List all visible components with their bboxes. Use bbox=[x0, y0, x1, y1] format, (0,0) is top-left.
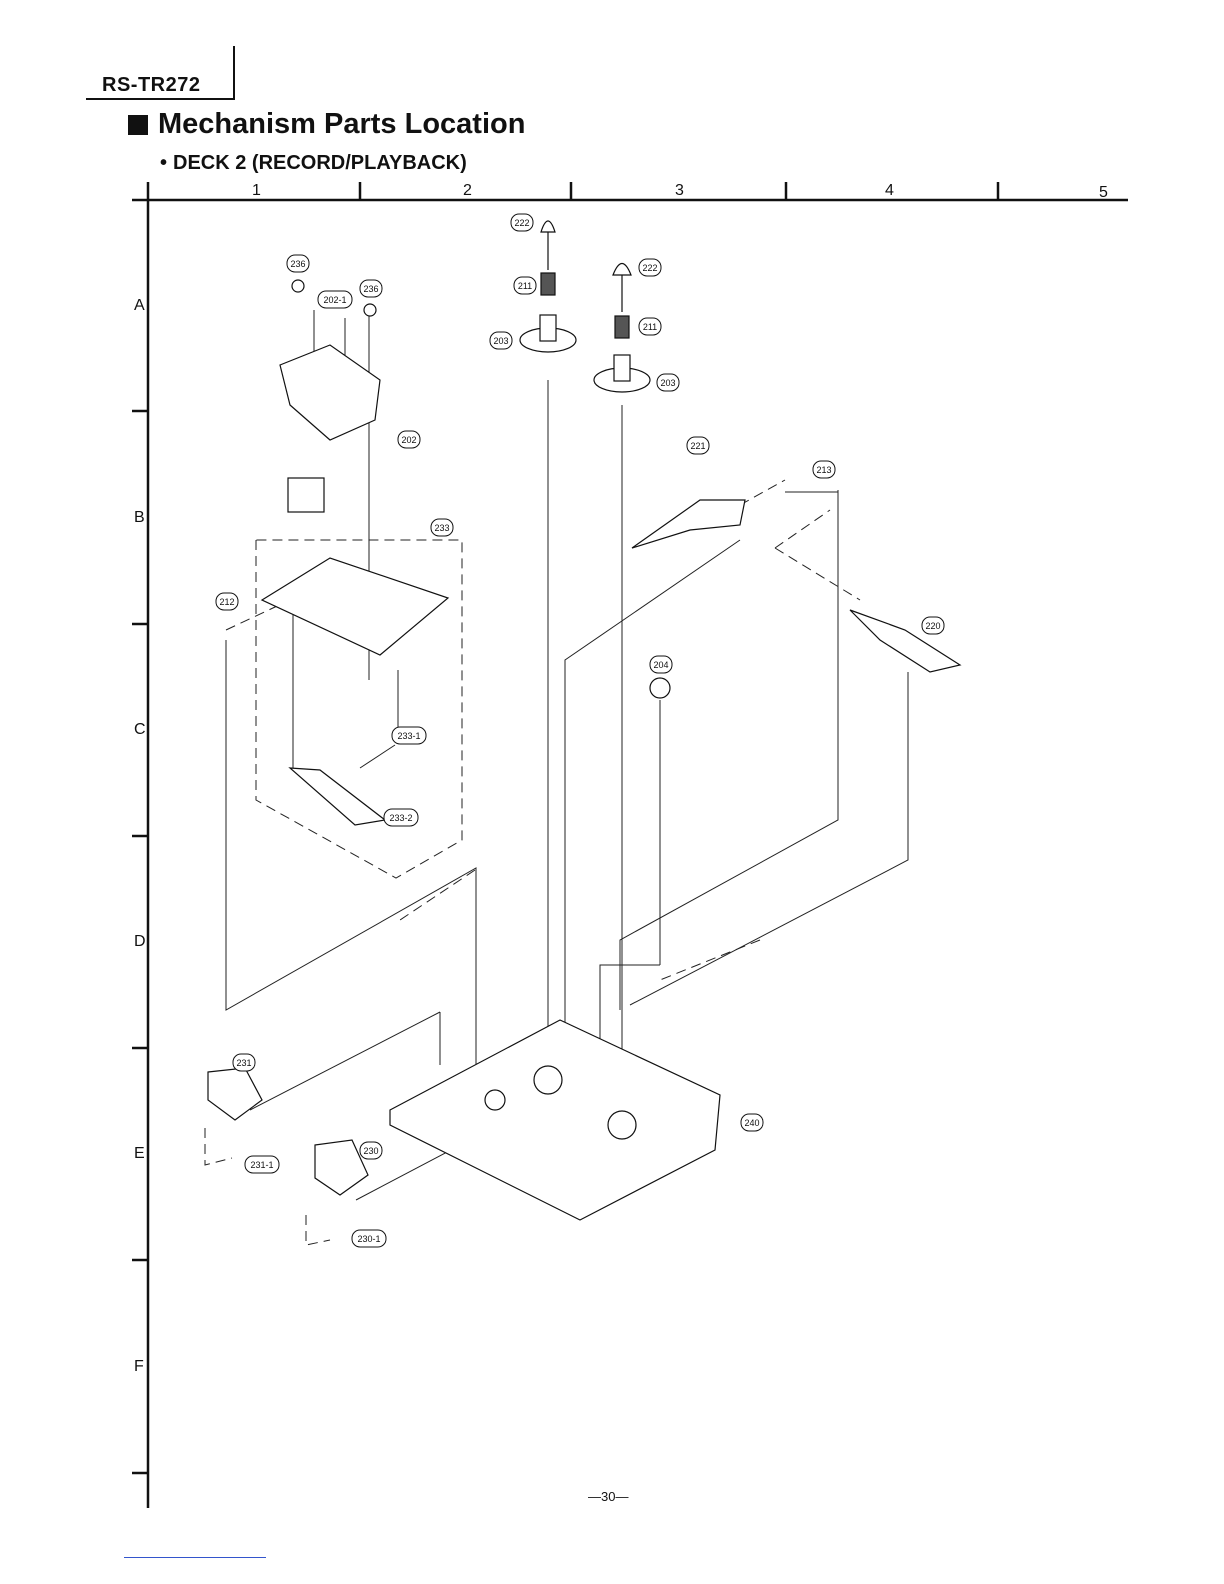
screw-236-icon bbox=[292, 280, 304, 292]
column-label: 5 bbox=[1099, 184, 1108, 201]
gear-204-icon bbox=[650, 678, 670, 698]
column-label: 1 bbox=[252, 182, 261, 199]
svg-text:203: 203 bbox=[493, 336, 508, 346]
screw-236-icon bbox=[364, 304, 376, 316]
part-callout-221: 221 bbox=[687, 437, 709, 454]
svg-text:233-2: 233-2 bbox=[389, 813, 412, 823]
part-callout-213: 213 bbox=[813, 461, 835, 478]
footer-rule bbox=[124, 1557, 266, 1558]
svg-text:211: 211 bbox=[643, 322, 657, 332]
svg-text:222: 222 bbox=[642, 263, 657, 273]
cap-222-upper-icon bbox=[541, 221, 555, 232]
svg-text:202: 202 bbox=[401, 435, 416, 445]
row-label: B bbox=[134, 509, 145, 526]
part-callout-236: 236 bbox=[287, 255, 309, 272]
lever-221-icon bbox=[632, 500, 745, 548]
gear-shaft-icon bbox=[540, 315, 556, 341]
svg-text:230-1: 230-1 bbox=[357, 1234, 380, 1244]
part-231-icon bbox=[208, 1068, 262, 1120]
part-callout-230-1: 230-1 bbox=[352, 1230, 386, 1247]
svg-text:233-1: 233-1 bbox=[397, 731, 420, 741]
part-callout-222: 222 bbox=[639, 259, 661, 276]
svg-text:220: 220 bbox=[925, 621, 940, 631]
svg-text:213: 213 bbox=[816, 465, 831, 475]
row-label: E bbox=[134, 1145, 145, 1162]
column-label: 2 bbox=[463, 182, 472, 199]
part-callout-212: 212 bbox=[216, 593, 238, 610]
bracket-233-2-icon bbox=[290, 768, 385, 825]
part-callout-220: 220 bbox=[922, 617, 944, 634]
svg-text:221: 221 bbox=[690, 441, 705, 451]
row-label: F bbox=[134, 1358, 144, 1375]
capstan-icon bbox=[534, 1066, 562, 1094]
capstan-icon bbox=[608, 1111, 636, 1139]
plate-233-icon bbox=[262, 558, 448, 655]
part-callout-203: 203 bbox=[657, 374, 679, 391]
part-callout-222: 222 bbox=[511, 214, 533, 231]
column-label: 4 bbox=[885, 182, 894, 199]
svg-text:202-1: 202-1 bbox=[323, 295, 346, 305]
svg-text:236: 236 bbox=[290, 259, 305, 269]
svg-text:204: 204 bbox=[653, 660, 668, 670]
pinch-roller-icon bbox=[485, 1090, 505, 1110]
spring-211-upper-icon bbox=[541, 273, 555, 295]
part-callout-231: 231 bbox=[233, 1054, 255, 1071]
part-callout-204: 204 bbox=[650, 656, 672, 673]
part-callout-233: 233 bbox=[431, 519, 453, 536]
row-label: C bbox=[134, 721, 146, 738]
part-callout-203: 203 bbox=[490, 332, 512, 349]
svg-text:203: 203 bbox=[660, 378, 675, 388]
svg-text:230: 230 bbox=[363, 1146, 378, 1156]
svg-text:222: 222 bbox=[514, 218, 529, 228]
gear-shaft-icon bbox=[614, 355, 630, 381]
part-callout-211: 211 bbox=[514, 277, 536, 294]
svg-text:236: 236 bbox=[363, 284, 378, 294]
svg-text:211: 211 bbox=[518, 281, 532, 291]
cap-222-lower-icon bbox=[613, 264, 631, 276]
head-connector-icon bbox=[288, 478, 324, 512]
svg-text:231-1: 231-1 bbox=[250, 1160, 273, 1170]
svg-text:233: 233 bbox=[434, 523, 449, 533]
row-label: A bbox=[134, 297, 145, 314]
row-label: D bbox=[134, 933, 146, 950]
head-assembly-202-icon bbox=[280, 345, 380, 440]
part-callout-233-2: 233-2 bbox=[384, 809, 418, 826]
column-label: 3 bbox=[675, 182, 684, 199]
lever-220-icon bbox=[850, 610, 960, 672]
part-callout-240: 240 bbox=[741, 1114, 763, 1131]
part-callout-236: 236 bbox=[360, 280, 382, 297]
part-callout-233-1: 233-1 bbox=[392, 727, 426, 744]
svg-text:212: 212 bbox=[219, 597, 234, 607]
part-callout-231-1: 231-1 bbox=[245, 1156, 279, 1173]
part-callout-211: 211 bbox=[639, 318, 661, 335]
page-number: —30— bbox=[588, 1489, 628, 1504]
column-labels: 1 2 3 4 5 bbox=[252, 182, 1108, 201]
part-callout-202-1: 202-1 bbox=[318, 291, 352, 308]
spring-211-lower-icon bbox=[615, 316, 629, 338]
parts-illustrations bbox=[208, 221, 960, 1220]
part-callout-202: 202 bbox=[398, 431, 420, 448]
svg-text:231: 231 bbox=[236, 1058, 251, 1068]
part-callout-230: 230 bbox=[360, 1142, 382, 1159]
svg-text:240: 240 bbox=[744, 1118, 759, 1128]
